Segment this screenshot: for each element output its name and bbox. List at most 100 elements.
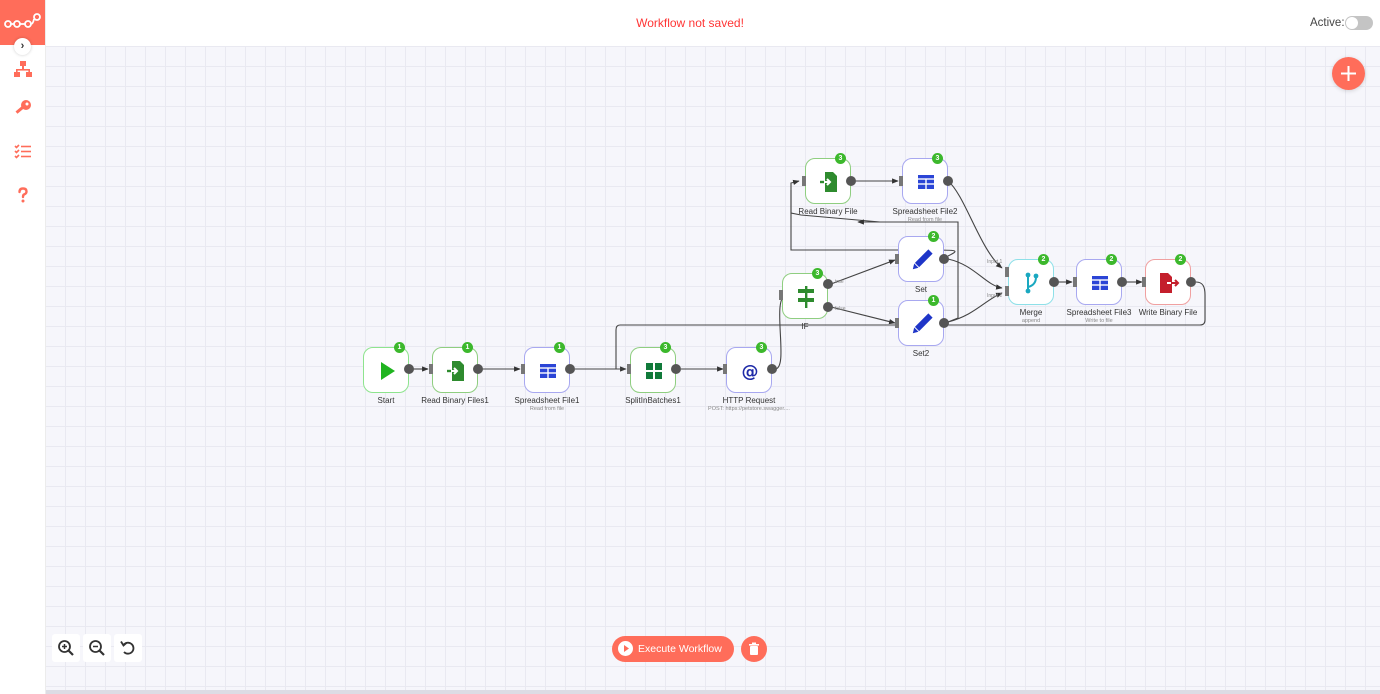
key-icon — [15, 100, 31, 114]
node-spreadsheet-file2-badge: 3 — [932, 153, 943, 164]
table-icon — [1092, 276, 1108, 290]
sidebar-item-help[interactable] — [12, 184, 34, 206]
sign-post-icon — [798, 286, 814, 308]
node-spreadsheet-file1-output[interactable] — [565, 364, 575, 374]
workflow-status-text: Workflow not saved! — [636, 16, 744, 30]
play-circle-icon — [618, 641, 633, 656]
zoom-in-button[interactable] — [52, 634, 80, 662]
node-read-binary-file[interactable] — [805, 158, 851, 204]
node-spreadsheet-file1[interactable] — [524, 347, 570, 393]
node-if-badge: 3 — [812, 268, 823, 279]
play-icon — [381, 362, 395, 380]
reset-zoom-button[interactable] — [114, 634, 142, 662]
table-icon — [540, 364, 556, 378]
node-write-binary-file-badge: 2 — [1175, 254, 1186, 265]
node-spreadsheet-file2-label: Spreadsheet File2 — [892, 207, 958, 216]
sidebar-expand-button[interactable]: › — [14, 38, 31, 55]
node-split-in-batches1[interactable] — [630, 347, 676, 393]
execute-workflow-button[interactable]: Execute Workflow — [612, 636, 734, 662]
file-import-icon — [820, 172, 837, 192]
plus-icon — [1341, 66, 1356, 81]
node-spreadsheet-file1-subtitle: Read from file — [529, 406, 565, 412]
clear-execution-button[interactable] — [741, 636, 767, 662]
node-spreadsheet-file3[interactable] — [1076, 259, 1122, 305]
node-spreadsheet-file3-input[interactable] — [1073, 277, 1077, 287]
node-set-label: Set — [914, 285, 927, 294]
node-spreadsheet-file1-label: Spreadsheet File1 — [514, 396, 580, 405]
node-http-request-subtitle: POST: https://petstore.swagger.... — [708, 406, 790, 412]
node-spreadsheet-file1-badge: 1 — [554, 342, 565, 353]
node-write-binary-file-label: Write Binary File — [1138, 308, 1198, 317]
active-toggle[interactable] — [1345, 16, 1373, 30]
node-set2-input[interactable] — [895, 318, 899, 328]
node-merge-input2[interactable] — [1005, 286, 1009, 296]
canvas-bottom-border — [45, 690, 1380, 694]
node-if-true-output[interactable] — [823, 279, 833, 289]
node-spreadsheet-file3-subtitle: Write to file — [1085, 318, 1113, 324]
active-label: Active: — [1310, 17, 1345, 29]
node-http-request[interactable]: @ — [726, 347, 772, 393]
node-set[interactable] — [898, 236, 944, 282]
node-read-binary-files1-output[interactable] — [473, 364, 483, 374]
zoom-in-icon — [58, 640, 74, 656]
node-split-in-batches1-output[interactable] — [671, 364, 681, 374]
node-if-label: IF — [801, 322, 809, 331]
node-start[interactable] — [363, 347, 409, 393]
node-write-binary-file-input[interactable] — [1142, 277, 1146, 287]
node-set-input[interactable] — [895, 254, 899, 264]
node-http-request-output[interactable] — [767, 364, 777, 374]
node-start-output[interactable] — [404, 364, 414, 374]
merge-branch-icon — [1025, 272, 1039, 294]
reset-icon — [120, 641, 135, 655]
node-read-binary-files1-input[interactable] — [429, 364, 433, 374]
toggle-knob — [1346, 17, 1358, 29]
node-write-binary-file-output[interactable] — [1186, 277, 1196, 287]
svg-text:@: @ — [742, 362, 759, 382]
node-set2-output[interactable] — [939, 318, 949, 328]
node-if-false-output[interactable] — [823, 302, 833, 312]
add-node-button[interactable] — [1332, 57, 1365, 90]
zoom-out-icon — [89, 640, 105, 656]
node-if-true-label: true — [835, 279, 844, 285]
sidebar-item-credentials[interactable] — [12, 97, 34, 119]
n8n-logo[interactable] — [0, 0, 45, 45]
node-read-binary-files1[interactable] — [432, 347, 478, 393]
trash-icon — [749, 642, 759, 655]
node-set-output[interactable] — [939, 254, 949, 264]
logo-icon — [4, 13, 41, 28]
node-spreadsheet-file2-output[interactable] — [943, 176, 953, 186]
top-bar: Workflow not saved! Active: — [45, 0, 1380, 46]
table-icon — [918, 175, 934, 189]
grid-icon — [646, 363, 662, 379]
node-read-binary-file-badge: 3 — [835, 153, 846, 164]
sidebar-item-workflows[interactable] — [12, 58, 34, 80]
at-sign-icon: @ — [742, 362, 759, 382]
node-split-in-batches1-input[interactable] — [627, 364, 631, 374]
file-export-icon — [1160, 273, 1180, 293]
execute-workflow-label: Execute Workflow — [638, 643, 722, 655]
node-merge[interactable] — [1008, 259, 1054, 305]
node-split-in-batches1-badge: 3 — [660, 342, 671, 353]
zoom-out-button[interactable] — [83, 634, 111, 662]
workflow-canvas[interactable] — [45, 46, 1380, 694]
node-http-request-input[interactable] — [723, 364, 727, 374]
node-http-request-badge: 3 — [756, 342, 767, 353]
pencil-icon — [912, 313, 933, 334]
node-merge-badge: 2 — [1038, 254, 1049, 265]
node-split-in-batches1-label: SplitInBatches1 — [625, 396, 681, 405]
node-merge-output[interactable] — [1049, 277, 1059, 287]
node-spreadsheet-file1-input[interactable] — [521, 364, 525, 374]
node-set2[interactable] — [898, 300, 944, 346]
node-read-binary-file-output[interactable] — [846, 176, 856, 186]
node-read-binary-file-input[interactable] — [802, 176, 806, 186]
node-spreadsheet-file2-input[interactable] — [899, 176, 903, 186]
node-merge-input1[interactable] — [1005, 267, 1009, 277]
node-spreadsheet-file2[interactable] — [902, 158, 948, 204]
node-start-badge: 1 — [394, 342, 405, 353]
node-spreadsheet-file3-output[interactable] — [1117, 277, 1127, 287]
sidebar-item-executions[interactable] — [12, 140, 34, 162]
node-write-binary-file[interactable] — [1145, 259, 1191, 305]
node-if[interactable] — [782, 273, 828, 319]
node-if-input[interactable] — [779, 290, 783, 300]
network-icon — [14, 61, 32, 77]
